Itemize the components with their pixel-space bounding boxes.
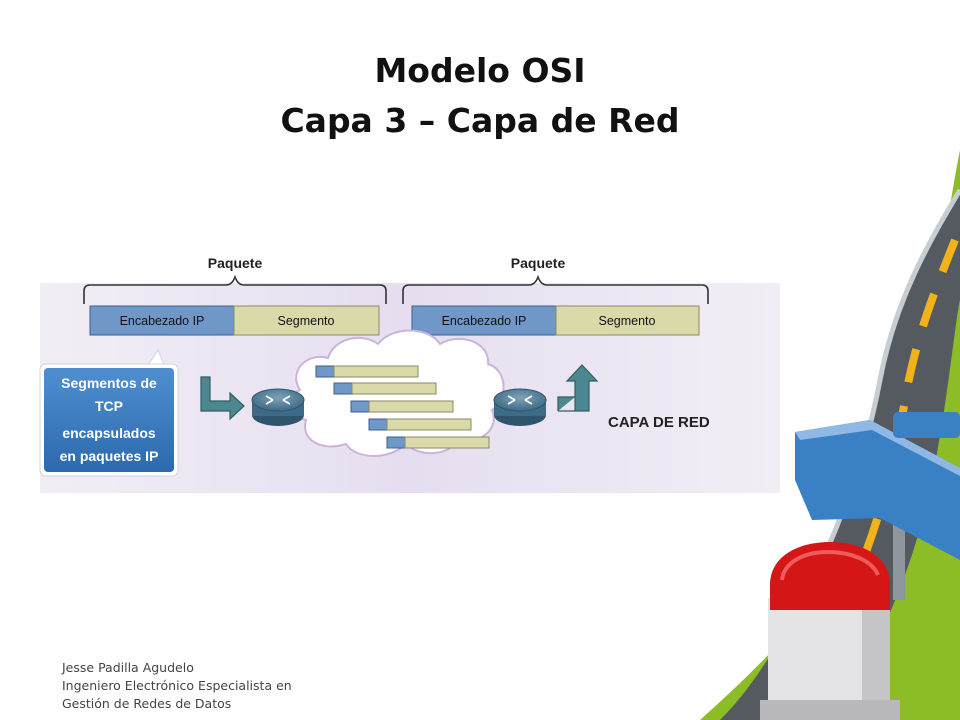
- router-left: [251, 388, 305, 426]
- cloud-packet-header-2: [333, 382, 353, 395]
- footer-line-1: Jesse Padilla Agudelo: [62, 660, 194, 675]
- segment-label-1: Segmento: [278, 314, 335, 328]
- footer-line-2: Ingeniero Electrónico Especialista en: [62, 678, 292, 693]
- cloud-packet-segment-2: [351, 382, 437, 395]
- segment-box-2: [555, 305, 700, 336]
- router-right: [493, 388, 547, 426]
- segment-label-2: Segmento: [599, 314, 656, 328]
- footer: Jesse Padilla Agudelo Ingeniero Electrón…: [62, 659, 292, 713]
- cloud-packet-header-5: [386, 436, 406, 449]
- callout-line-4: en paquetes IP: [60, 448, 159, 464]
- down-right-arrow: [200, 376, 245, 421]
- packet-label-2: Paquete: [511, 255, 566, 271]
- sign-small: [893, 412, 960, 438]
- callout-line-3: encapsulados: [62, 425, 156, 441]
- router-right-top: [493, 388, 547, 412]
- sign-board-top: [795, 420, 960, 476]
- packet-brace-1: [83, 274, 387, 304]
- callout-line-1: Segmentos de: [61, 375, 157, 391]
- cloud-packet-segment-4: [386, 418, 472, 431]
- up-right-arrow: [557, 364, 599, 412]
- cloud-packet-header-4: [368, 418, 388, 431]
- cloud-packet-segment-3: [368, 400, 454, 413]
- ip-header-box-2: [411, 305, 557, 336]
- cloud-packet-header-1: [315, 365, 335, 378]
- router-right-arrows: [507, 395, 533, 405]
- ip-header-label-2: Encabezado IP: [442, 314, 527, 328]
- slide-title: Modelo OSI Capa 3 – Capa de Red: [0, 46, 960, 146]
- ip-header-box-1: [89, 305, 235, 336]
- footer-line-3: Gestión de Redes de Datos: [62, 696, 232, 711]
- cloud-packets: [315, 365, 490, 449]
- milestone-cap-highlight: [780, 549, 880, 581]
- callout: Segmentos de TCP encapsulados en paquete…: [39, 348, 179, 477]
- packet-label-1: Paquete: [208, 255, 263, 271]
- milestone-shade: [862, 598, 890, 710]
- title-line-1: Modelo OSI: [374, 51, 586, 90]
- cloud-packet-header-3: [350, 400, 370, 413]
- callout-line-2: TCP: [95, 398, 123, 414]
- callout-box: [44, 368, 174, 472]
- packet-brace-2: [402, 274, 709, 304]
- router-left-arrows: [265, 395, 291, 405]
- title-line-2: Capa 3 – Capa de Red: [280, 101, 680, 140]
- segment-box-1: [233, 305, 380, 336]
- sign-board: [795, 420, 960, 560]
- cloud-packet-segment-5: [404, 436, 490, 449]
- network-layer-label: CAPA DE RED: [608, 414, 710, 431]
- ip-header-label-1: Encabezado IP: [120, 314, 205, 328]
- cloud-packet-segment-1: [333, 365, 419, 378]
- router-left-top: [251, 388, 305, 412]
- milestone-base: [760, 700, 900, 720]
